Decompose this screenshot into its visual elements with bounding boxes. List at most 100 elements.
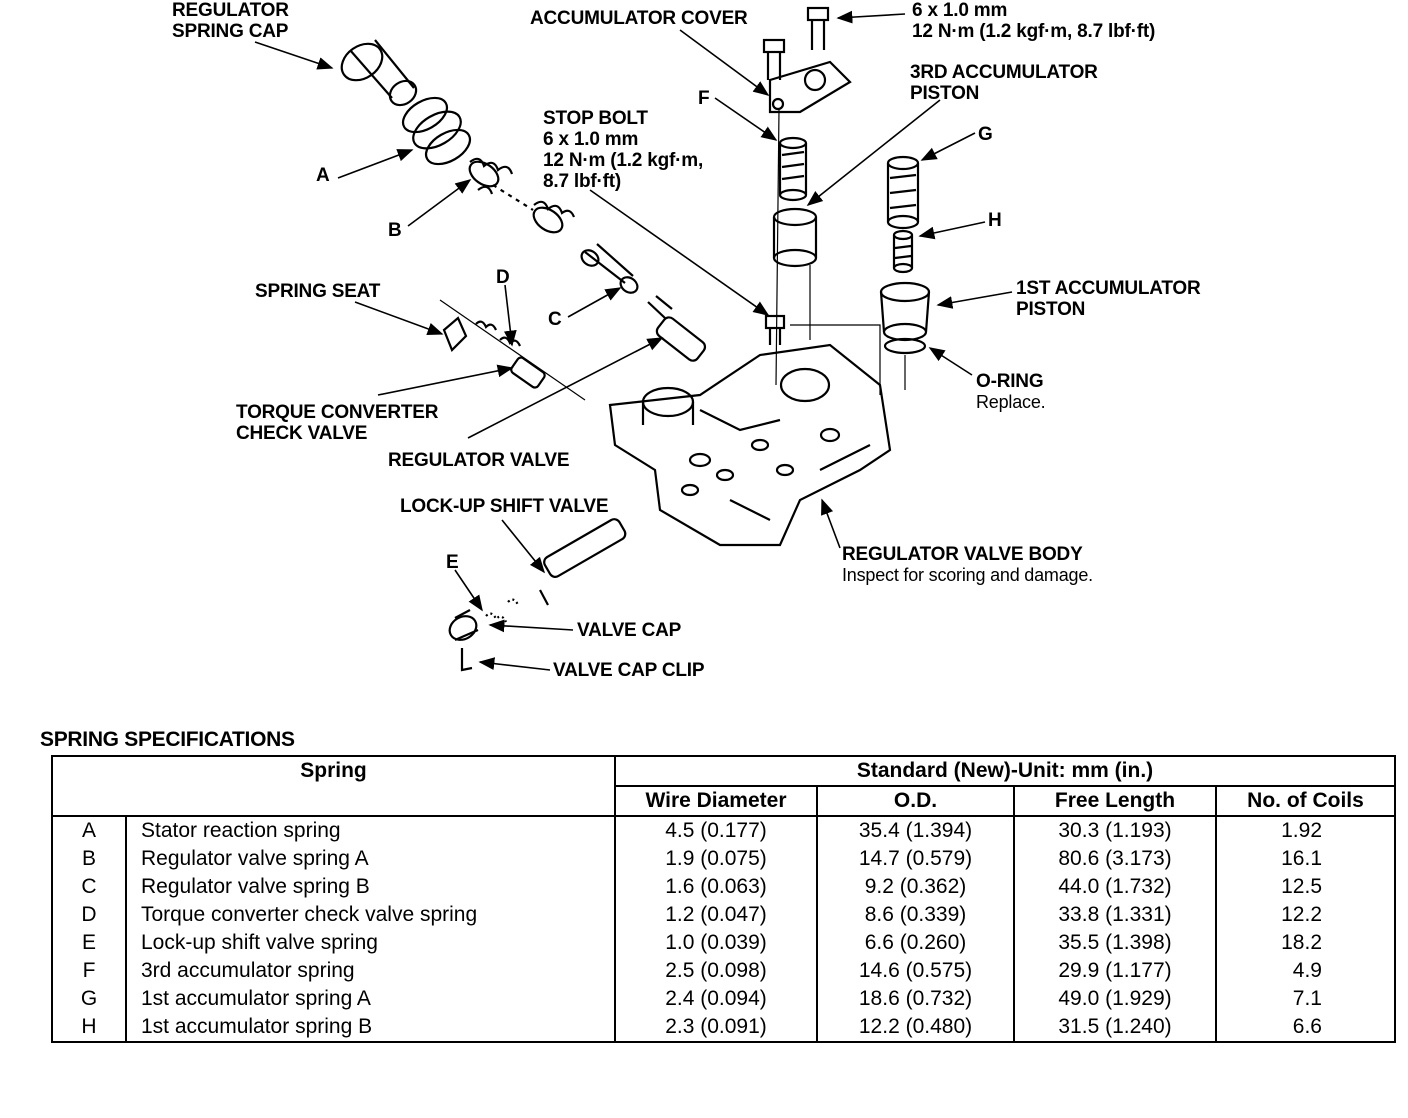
- third-accumulator-spring-part: [778, 136, 808, 202]
- spring-name-cell: Stator reaction spring: [125, 816, 616, 845]
- regulator-valve-body-note: Inspect for scoring and damage.: [842, 565, 1093, 585]
- lock-up-shift-valve-spring-part: [485, 598, 520, 623]
- callout-a: A: [316, 165, 330, 186]
- free-length-cell: 30.3 (1.193): [1013, 816, 1217, 845]
- spring-code-cell: A: [51, 816, 127, 845]
- first-accumulator-spring-a-part: [886, 155, 920, 230]
- spring-d-small-part: [475, 320, 498, 331]
- wire-diameter-cell: 1.6 (0.063): [614, 873, 818, 901]
- spring-code-cell: D: [51, 901, 127, 929]
- regulator-valve-spring-b-part: [580, 243, 639, 294]
- regulator-valve-spring-a-part: [468, 157, 576, 234]
- first-accumulator-spring-b-part: [892, 229, 914, 274]
- spring-seat-label: SPRING SEAT: [255, 281, 381, 302]
- regulator-valve-label: REGULATOR VALVE: [388, 450, 570, 471]
- first-accumulator-piston-part: [879, 281, 931, 355]
- header-od: O.D.: [816, 785, 1015, 817]
- callout-e: E: [446, 552, 459, 573]
- valve-cap-part: [448, 609, 479, 642]
- regulator-valve-part: [647, 295, 707, 362]
- wire-diameter-cell: 4.5 (0.177): [614, 816, 818, 845]
- parts-drawing: [254, 6, 1013, 672]
- coils-cell: 4.9: [1215, 957, 1396, 985]
- spring-name-cell: 3rd accumulator spring: [125, 957, 616, 985]
- coils-cell: 6.6: [1215, 1013, 1396, 1043]
- wire-diameter-cell: 2.4 (0.094): [614, 985, 818, 1013]
- coils-cell: 16.1: [1215, 845, 1396, 873]
- od-cell: 12.2 (0.480): [816, 1013, 1015, 1043]
- free-length-cell: 49.0 (1.929): [1013, 985, 1217, 1013]
- spring-code-cell: H: [51, 1013, 127, 1043]
- accumulator-cover-label: ACCUMULATOR COVER: [530, 8, 748, 29]
- coils-cell: 7.1: [1215, 985, 1396, 1013]
- free-length-cell: 33.8 (1.331): [1013, 901, 1217, 929]
- spring-name-cell: Lock-up shift valve spring: [125, 929, 616, 957]
- free-length-cell: 44.0 (1.732): [1013, 873, 1217, 901]
- stator-reaction-spring-part: [401, 96, 472, 166]
- callout-b: B: [388, 220, 402, 241]
- callout-f: F: [698, 88, 710, 109]
- od-cell: 18.6 (0.732): [816, 985, 1015, 1013]
- callout-c: C: [548, 309, 562, 330]
- od-cell: 9.2 (0.362): [816, 873, 1015, 901]
- header-wire-diameter: Wire Diameter: [614, 785, 818, 817]
- free-length-cell: 35.5 (1.398): [1013, 929, 1217, 957]
- spring-code-cell: B: [51, 845, 127, 873]
- spring-code-cell: G: [51, 985, 127, 1013]
- coils-cell: 18.2: [1215, 929, 1396, 957]
- regulator-spring-cap-part: [340, 39, 418, 107]
- coils-cell: 12.2: [1215, 901, 1396, 929]
- torque-converter-check-valve-spring-part: [499, 336, 522, 347]
- wire-diameter-cell: 2.3 (0.091): [614, 1013, 818, 1043]
- valve-cap-clip-part: [460, 648, 473, 672]
- spring-code-cell: E: [51, 929, 127, 957]
- leader-lines: [254, 10, 1013, 671]
- spring-specifications-table: Spring Standard (New)-Unit: mm (in.) Wir…: [51, 755, 1396, 1043]
- stop-bolt-part: [764, 314, 786, 345]
- wire-diameter-cell: 2.5 (0.098): [614, 957, 818, 985]
- cover-bolt-top-part: [806, 6, 830, 50]
- od-cell: 35.4 (1.394): [816, 816, 1015, 845]
- callout-g: G: [978, 124, 993, 145]
- header-standard: Standard (New)-Unit: mm (in.): [614, 755, 1396, 787]
- free-length-cell: 29.9 (1.177): [1013, 957, 1217, 985]
- wire-diameter-cell: 1.2 (0.047): [614, 901, 818, 929]
- od-cell: 6.6 (0.260): [816, 929, 1015, 957]
- o-ring-note: Replace.: [976, 392, 1046, 412]
- header-spring: Spring: [51, 755, 616, 817]
- spring-name-cell: 1st accumulator spring A: [125, 985, 616, 1013]
- callout-d: D: [496, 267, 510, 288]
- accumulator-cover-part: [768, 60, 852, 114]
- wire-diameter-cell: 1.9 (0.075): [614, 845, 818, 873]
- torque-converter-check-valve-part: [510, 356, 546, 389]
- spring-specifications-title: SPRING SPECIFICATIONS: [40, 728, 295, 751]
- header-free-length: Free Length: [1013, 785, 1217, 817]
- third-accumulator-piston-part: [772, 207, 818, 268]
- wire-diameter-cell: 1.0 (0.039): [614, 929, 818, 957]
- spring-code-cell: C: [51, 873, 127, 901]
- valve-cap-clip-label: VALVE CAP CLIP: [553, 660, 705, 681]
- callout-h: H: [988, 210, 1002, 231]
- regulator-valve-body-part: [608, 343, 892, 547]
- cover-bolt-left-part: [762, 38, 786, 80]
- lock-up-shift-valve-label: LOCK-UP SHIFT VALVE: [400, 496, 609, 517]
- spring-code-cell: F: [51, 957, 127, 985]
- coils-cell: 12.5: [1215, 873, 1396, 901]
